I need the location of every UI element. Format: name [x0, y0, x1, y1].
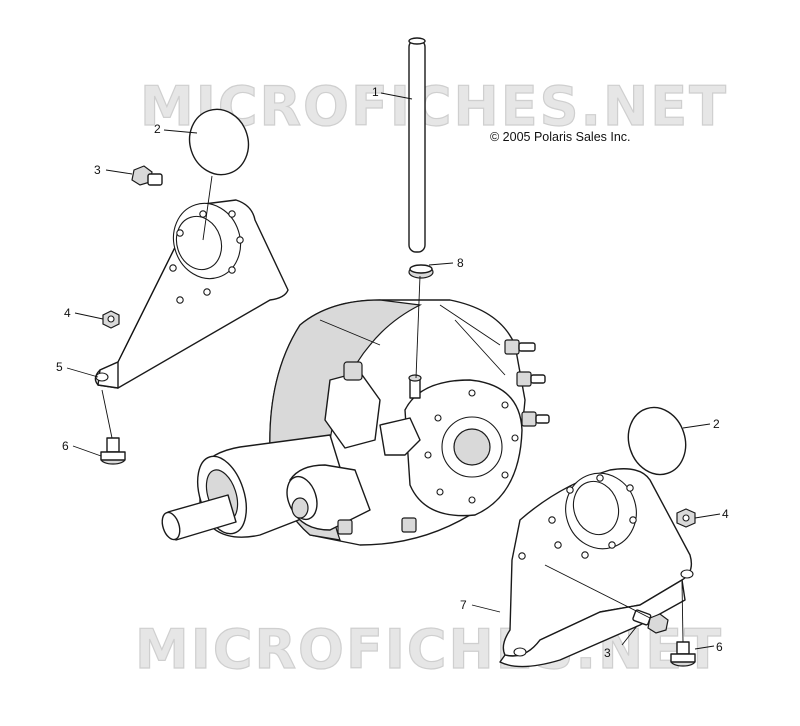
- callout-1: 1: [372, 85, 379, 99]
- callout-4-right: 4: [722, 507, 729, 521]
- callout-8: 8: [457, 256, 464, 270]
- bracket-right-part[interactable]: [499, 464, 694, 668]
- bolt-right-part[interactable]: [632, 609, 669, 634]
- callout-3-right: 3: [604, 646, 611, 660]
- callout-7: 7: [460, 598, 467, 612]
- screw-left-part[interactable]: [100, 437, 126, 465]
- gasket-left-part[interactable]: [181, 102, 257, 183]
- callout-3-left: 3: [94, 163, 101, 177]
- callout-6-right: 6: [716, 640, 723, 654]
- bolt-left-part[interactable]: [131, 165, 163, 186]
- callout-4-left: 4: [64, 306, 71, 320]
- gasket-right-part[interactable]: [620, 400, 694, 482]
- callout-2-left: 2: [154, 122, 161, 136]
- nut-left-part[interactable]: [102, 310, 120, 329]
- vent-tube-part[interactable]: [408, 37, 426, 253]
- gearcase-housing-part[interactable]: [159, 299, 550, 546]
- callout-2-right: 2: [713, 417, 720, 431]
- clamp-part[interactable]: [408, 264, 434, 279]
- leader-lines: [66, 92, 721, 650]
- bracket-left-part[interactable]: [94, 195, 289, 389]
- callout-6-left: 6: [62, 439, 69, 453]
- nut-right-part[interactable]: [676, 508, 696, 528]
- copyright-text: © 2005 Polaris Sales Inc.: [490, 130, 631, 144]
- callout-5: 5: [56, 360, 63, 374]
